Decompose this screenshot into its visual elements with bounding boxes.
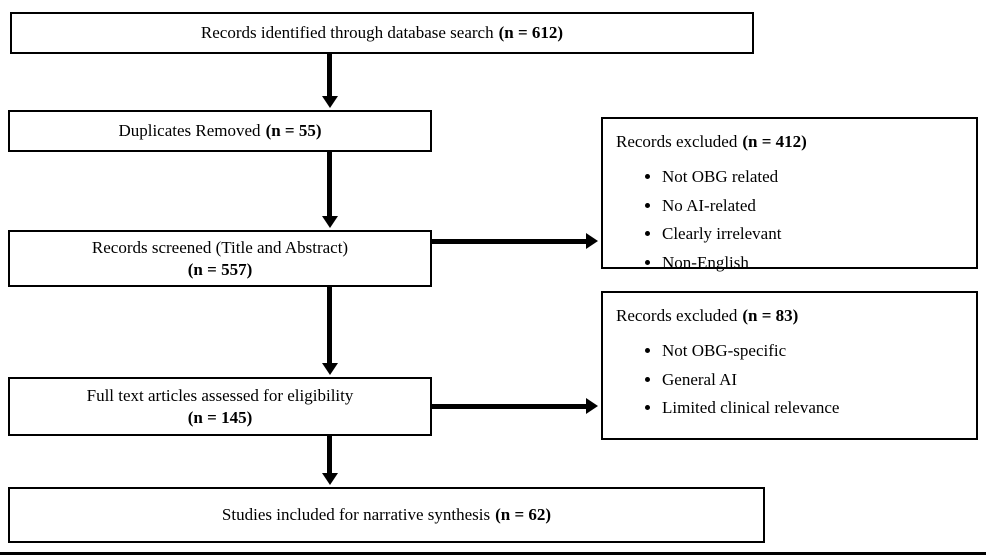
flow-arrow-right-1-head <box>586 233 598 249</box>
flow-box-text: Records identified through database sear… <box>201 22 563 44</box>
exclusion-label: Records excluded <box>616 132 738 151</box>
exclusion-reason: Non-English <box>662 252 966 274</box>
exclusion-reason: Limited clinical relevance <box>662 397 966 419</box>
flow-box-count: (n = 62) <box>495 505 552 525</box>
flow-arrow-down-4 <box>327 436 332 474</box>
exclusion-count: (n = 83) <box>742 306 799 325</box>
flow-box-records-identified: Records identified through database sear… <box>10 12 754 54</box>
exclusion-reason: Clearly irrelevant <box>662 223 966 245</box>
flow-box-text: Duplicates Removed(n = 55) <box>118 120 321 142</box>
flow-box-label: Records screened (Title and Abstract) <box>91 237 349 257</box>
flow-box-records-screened: Records screened (Title and Abstract) (n… <box>8 230 432 287</box>
flow-arrow-right-2-head <box>586 398 598 414</box>
exclusion-reasons-list: Not OBG-specific General AI Limited clin… <box>616 340 966 419</box>
flow-box-studies-included: Studies included for narrative synthesis… <box>8 487 765 543</box>
flow-box-count: (n = 55) <box>265 121 322 141</box>
exclusion-count: (n = 412) <box>742 132 807 151</box>
exclusion-reason: Not OBG related <box>662 166 966 188</box>
exclusion-title: Records excluded(n = 412) <box>616 131 966 153</box>
flow-box-count: (n = 612) <box>498 23 564 43</box>
flow-arrow-down-4-head <box>322 473 338 485</box>
exclusion-box-screening: Records excluded(n = 412) Not OBG relate… <box>601 117 978 272</box>
exclusion-title: Records excluded(n = 83) <box>616 305 966 327</box>
flow-arrow-down-1 <box>327 54 332 97</box>
flow-box-label: Studies included for narrative synthesis <box>221 505 491 525</box>
exclusion-box-eligibility: Records excluded(n = 83) Not OBG-specifi… <box>601 291 978 440</box>
flow-arrow-right-2 <box>432 404 587 409</box>
flow-arrow-right-1 <box>432 239 587 244</box>
exclusion-label: Records excluded <box>616 306 738 325</box>
flow-box-label: Full text articles assessed for eligibil… <box>86 385 354 405</box>
flow-box-label: Records identified through database sear… <box>200 23 494 43</box>
exclusion-reason: Not OBG-specific <box>662 340 966 362</box>
exclusion-reason: General AI <box>662 369 966 391</box>
exclusion-reason: No AI-related <box>662 195 966 217</box>
flow-box-count: (n = 557) <box>187 259 253 279</box>
flow-box-label: Duplicates Removed <box>118 121 261 141</box>
flow-box-fulltext-assessed: Full text articles assessed for eligibil… <box>8 377 432 436</box>
flow-arrow-down-3-head <box>322 363 338 375</box>
flow-box-count: (n = 145) <box>187 407 253 427</box>
flow-arrow-down-3 <box>327 287 332 364</box>
flow-arrow-down-2-head <box>322 216 338 228</box>
flow-arrow-down-1-head <box>322 96 338 108</box>
exclusion-reasons-list: Not OBG related No AI-related Clearly ir… <box>616 166 966 274</box>
flow-arrow-down-2 <box>327 152 332 217</box>
flow-box-text: Studies included for narrative synthesis… <box>222 504 551 526</box>
flow-box-duplicates-removed: Duplicates Removed(n = 55) <box>8 110 432 152</box>
